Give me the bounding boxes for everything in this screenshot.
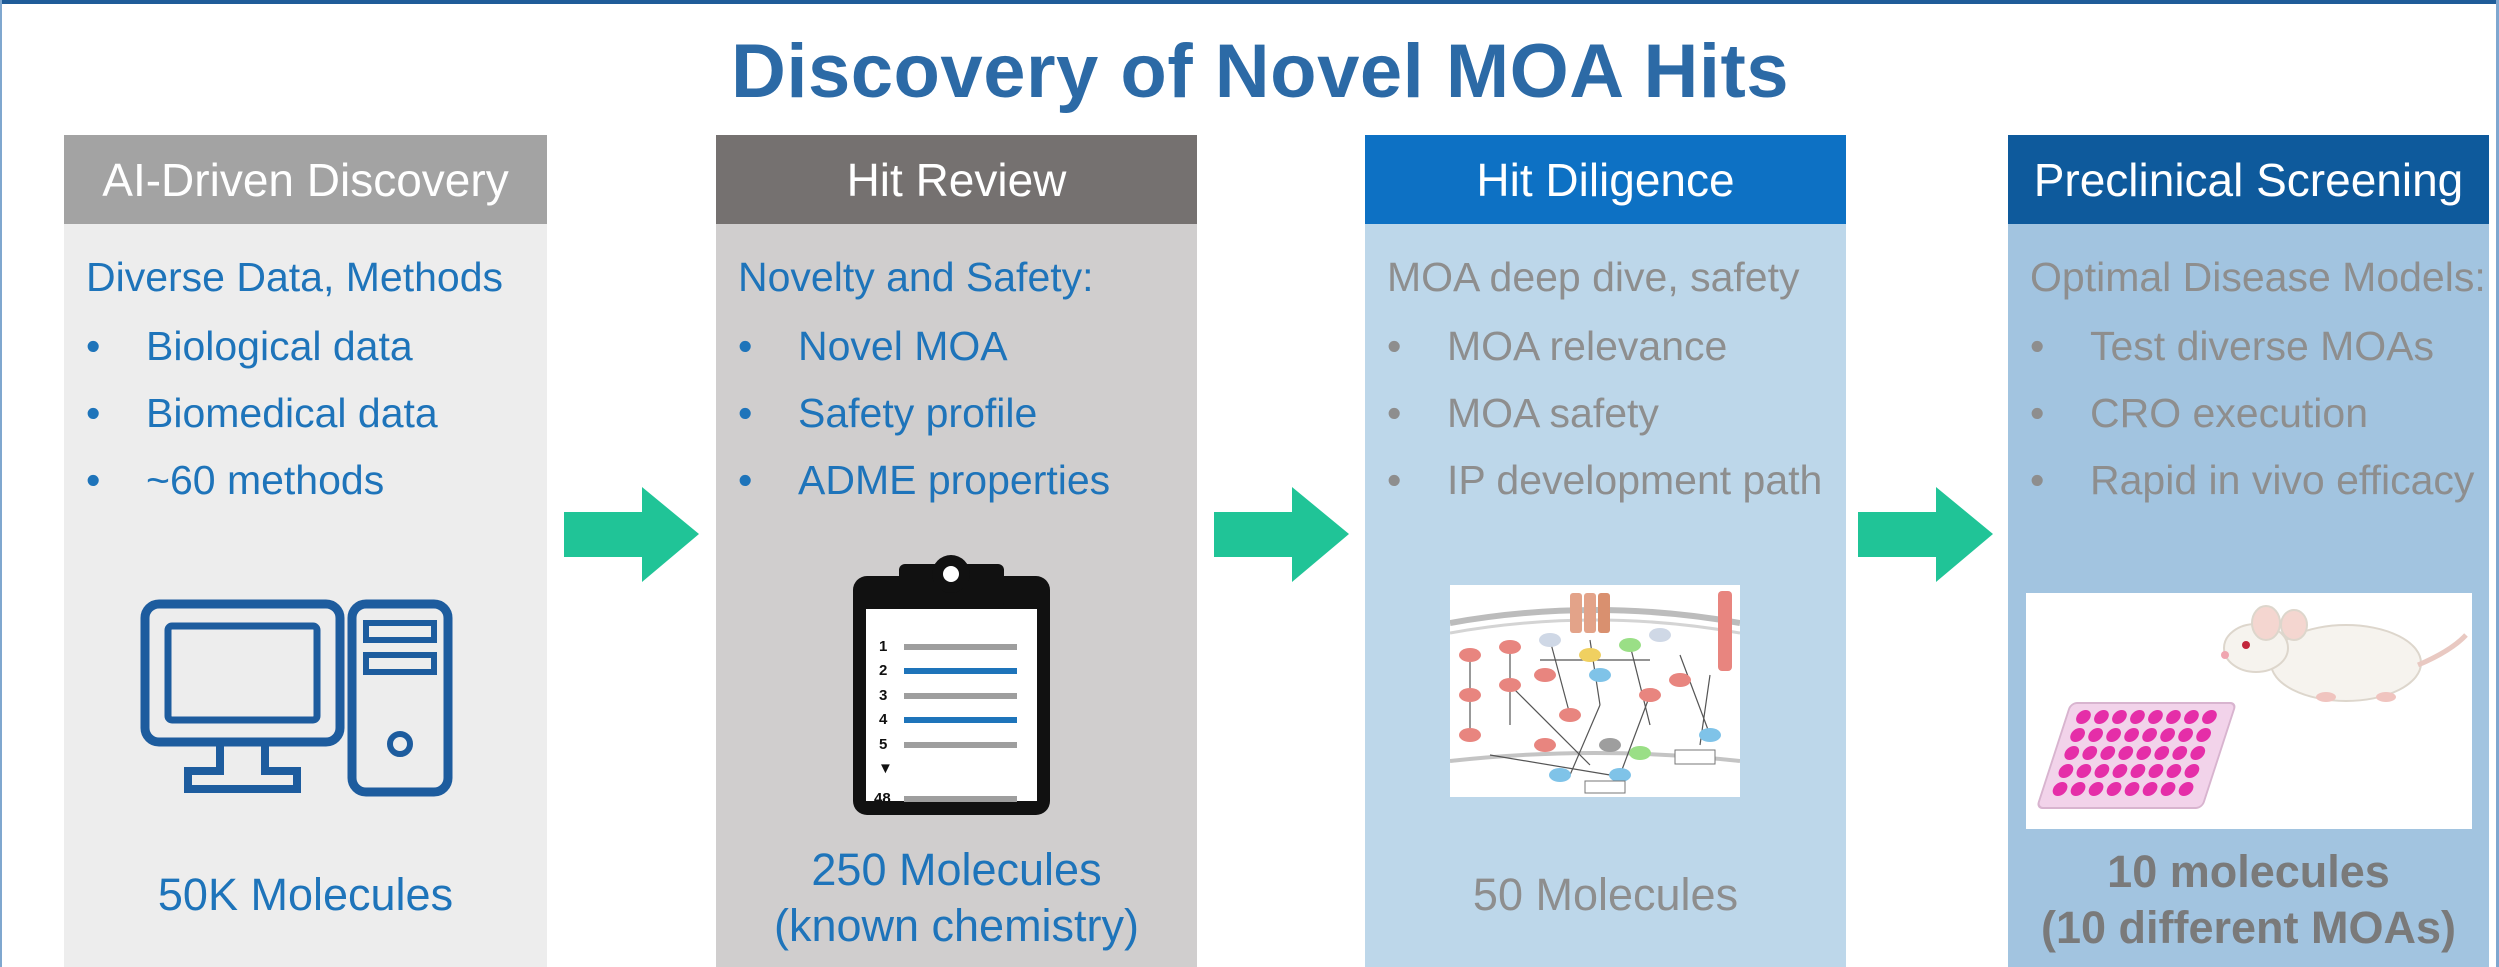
clipboard-number: 3 (879, 687, 887, 704)
bullet-text: IP development path (1447, 457, 1823, 503)
bullet-icon: • (1387, 323, 1402, 369)
bullet-icon: • (2030, 457, 2045, 503)
panel-body: MOA deep dive, safety • MOA relevance • MO… (1365, 224, 1846, 967)
computer-icon (140, 599, 453, 797)
bullet-icon: • (2030, 323, 2045, 369)
panel-body: Diverse Data, Methods • Biological data •… (64, 224, 547, 967)
panel-header: Preclinical Screening (2008, 135, 2489, 224)
result-count: 10 molecules (10 different MOAs) (2008, 844, 2489, 956)
result-count: 50 Molecules (1472, 869, 1739, 920)
bullet-text: Safety profile (798, 390, 1038, 436)
bullet-text: MOA relevance (1447, 323, 1728, 369)
bullet-item: • IP development path (1387, 456, 1822, 523)
bullet-icon: • (86, 457, 101, 503)
bullet-icon: • (2030, 390, 2045, 436)
bullet-item: • ADME properties (738, 456, 1110, 523)
clipboard-number: 48 (874, 790, 891, 807)
bullet-item: • Biological data (86, 322, 438, 389)
panel-header: Hit Review (716, 135, 1197, 224)
bullet-item: • Test diverse MOAs (2030, 322, 2474, 389)
bullet-item: • CRO execution (2030, 389, 2474, 456)
bullet-list: • MOA relevance • MOA safety • IP developme… (1387, 322, 1822, 523)
top-border (0, 0, 2499, 4)
clipboard-icon: 1 2 3 4 5 ▼ 48 (853, 555, 1050, 815)
panel-subhead: MOA deep dive, safety (1387, 254, 1800, 300)
bullet-icon: • (738, 323, 753, 369)
bullet-list: • Novel MOA • Safety profile • ADME propert… (738, 322, 1110, 523)
panel-subhead: Novelty and Safety: (738, 254, 1094, 300)
bullet-text: Rapid in vivo efficacy (2090, 457, 2475, 503)
result-line: 10 molecules (2107, 846, 2390, 897)
panel-body: Novelty and Safety: • Novel MOA • Safety p… (716, 224, 1197, 967)
bullet-text: CRO execution (2090, 390, 2369, 436)
bullet-icon: • (738, 390, 753, 436)
clipboard-number: 5 (879, 736, 887, 753)
bullet-text: MOA safety (1447, 390, 1659, 436)
right-arrow-icon (1858, 487, 1993, 582)
clipboard-number: ▼ (878, 760, 893, 777)
bullet-item: • Safety profile (738, 389, 1110, 456)
bullet-icon: • (86, 390, 101, 436)
result-count: 50K Molecules (157, 869, 454, 920)
bullet-text: Biomedical data (146, 390, 438, 436)
panel-subhead: Diverse Data, Methods (86, 254, 504, 300)
bullet-icon: • (738, 457, 753, 503)
clipboard-number: 4 (879, 711, 888, 728)
bullet-text: Test diverse MOAs (2090, 323, 2435, 369)
right-border (2496, 0, 2499, 967)
bullet-item: • MOA relevance (1387, 322, 1822, 389)
bullet-item: • MOA safety (1387, 389, 1822, 456)
right-arrow-icon (1214, 487, 1349, 582)
left-border (0, 0, 2, 967)
result-line: 250 Molecules (811, 844, 1102, 895)
bullet-text: ADME properties (798, 457, 1111, 503)
right-arrow-icon (564, 487, 699, 582)
bullet-list: • Test diverse MOAs • CRO execution • Rapid… (2030, 322, 2474, 523)
bullet-icon: • (86, 323, 101, 369)
bullet-item: • Rapid in vivo efficacy (2030, 456, 2474, 523)
bullet-text: Biological data (146, 323, 413, 369)
bullet-text: ~60 methods (146, 457, 385, 503)
bullet-text: Novel MOA (798, 323, 1008, 369)
bullet-list: • Biological data • Biomedical data • ~60 m… (86, 322, 438, 523)
panel-body: Optimal Disease Models: • Test diverse MO… (2008, 224, 2489, 967)
panel-header: Hit Diligence (1365, 135, 1846, 224)
result-line: (10 different MOAs) (2040, 902, 2457, 953)
result-count: 250 Molecules (known chemistry) (716, 842, 1197, 954)
pathway-diagram-image (1450, 585, 1740, 797)
bullet-item: • ~60 methods (86, 456, 438, 523)
panel-hit-diligence: Hit Diligence MOA deep dive, safety •MOA… (1365, 135, 1846, 967)
panel-subhead: Optimal Disease Models: (2030, 254, 2486, 300)
bullet-icon: • (1387, 457, 1402, 503)
panel-hit-review: Hit Review Novelty and Safety: • Novel MO… (716, 135, 1197, 967)
bullet-icon: • (1387, 390, 1402, 436)
bullet-item: • Biomedical data (86, 389, 438, 456)
result-line: (known chemistry) (773, 900, 1140, 951)
mouse-and-well-plate-image (2026, 593, 2472, 829)
panel-header: AI-Driven Discovery (64, 135, 547, 224)
clipboard-number: 2 (879, 662, 887, 679)
clipboard-number: 1 (879, 638, 887, 655)
bullet-item: • Novel MOA (738, 322, 1110, 389)
panel-preclinical-screening: Preclinical Screening Optimal Disease Mo… (2008, 135, 2489, 967)
panel-ai-driven-discovery: AI-Driven Discovery Diverse Data, Method… (64, 135, 547, 967)
page-title: Discovery of Novel MOA Hits (730, 29, 1790, 114)
